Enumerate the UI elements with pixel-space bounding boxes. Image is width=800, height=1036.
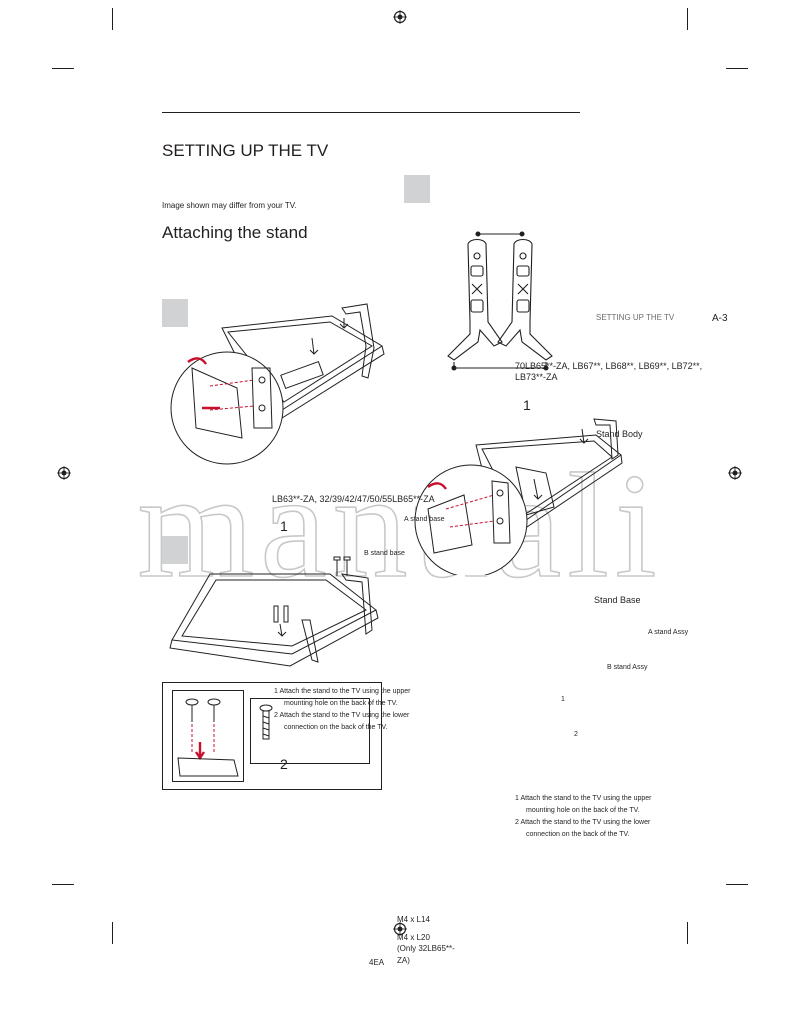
tv-stand-base-illustration (414, 418, 623, 575)
step-marker (404, 175, 430, 203)
single-screw-icon (259, 704, 273, 740)
part-label-num2: 2 (574, 731, 578, 738)
watermark-text: manuali (137, 448, 662, 588)
part-label-b-stand-assy: B stand Assy (607, 664, 648, 671)
screw-icon (333, 556, 351, 576)
screw-inset-box (162, 682, 382, 790)
crop-mark (726, 68, 748, 69)
stand-body-illustration (447, 231, 553, 371)
page-number: A-3 (712, 313, 728, 324)
part-label-num1: 1 (561, 696, 565, 703)
crop-mark (112, 8, 113, 30)
step-marker (162, 536, 188, 564)
part-label-a-stand-base: A stand base (404, 516, 445, 523)
screw-spec: M4 x L14 (397, 915, 430, 924)
instruction-line: mounting hole on the back of the TV. (526, 807, 640, 814)
crop-mark (687, 922, 688, 944)
part-label-a-stand-assy: A stand Assy (648, 629, 689, 636)
running-header: SETTING UP THE TV (596, 313, 675, 322)
screw-spec: (Only 32LB65**- (397, 944, 455, 953)
page-title: SETTING UP THE TV (162, 141, 329, 160)
crop-mark (52, 68, 74, 69)
instruction-line: connection on the back of the TV. (284, 724, 388, 731)
tv-stand-illustration (170, 303, 385, 465)
tv-assembly-illustration (169, 573, 379, 667)
step-number: 1 (523, 397, 531, 413)
instruction-line: 2 Attach the stand to the TV using the l… (274, 712, 410, 719)
instruction-line: 1 Attach the stand to the TV using the u… (274, 688, 411, 695)
crop-mark (687, 8, 688, 30)
instruction-line: 2 Attach the stand to the TV using the l… (515, 819, 651, 826)
watermark: manuali (137, 448, 662, 588)
screw-inset-inner (172, 690, 244, 782)
step-number: 2 (280, 756, 288, 772)
crop-mark (112, 922, 113, 944)
step-marker (162, 299, 188, 327)
header-rule (162, 112, 580, 113)
part-label-stand-base: Stand Base (594, 595, 641, 605)
step-number: 1 (280, 518, 288, 534)
registration-mark-icon (393, 10, 407, 24)
screw-inset-inner (250, 698, 370, 764)
registration-mark-icon (728, 466, 742, 480)
model-label-large: 70LB65**-ZA, LB67**, LB68**, LB69**, LB7… (515, 361, 703, 371)
screw-detail-illustration (177, 698, 239, 777)
instruction-line: 1 Attach the stand to the TV using the u… (515, 795, 652, 802)
model-label-small: LB63**-ZA, 32/39/42/47/50/55LB65**-ZA (272, 494, 435, 504)
image-note: Image shown may differ from your TV. (162, 201, 297, 210)
screw-spec: ZA) (397, 956, 410, 965)
registration-mark-icon (393, 922, 407, 936)
part-label-b-stand-base: B stand base (364, 550, 405, 557)
instruction-line: mounting hole on the back of the TV. (284, 700, 398, 707)
registration-mark-icon (57, 466, 71, 480)
crop-mark (52, 884, 74, 885)
screw-spec: M4 x L20 (397, 933, 430, 942)
section-subtitle: Attaching the stand (162, 223, 308, 242)
part-label-stand-body: Stand Body (596, 429, 643, 439)
crop-mark (726, 884, 748, 885)
model-label-large-line2: LB73**-ZA (515, 372, 558, 382)
screw-quantity: 4EA (369, 958, 385, 967)
instruction-line: connection on the back of the TV. (526, 831, 630, 838)
